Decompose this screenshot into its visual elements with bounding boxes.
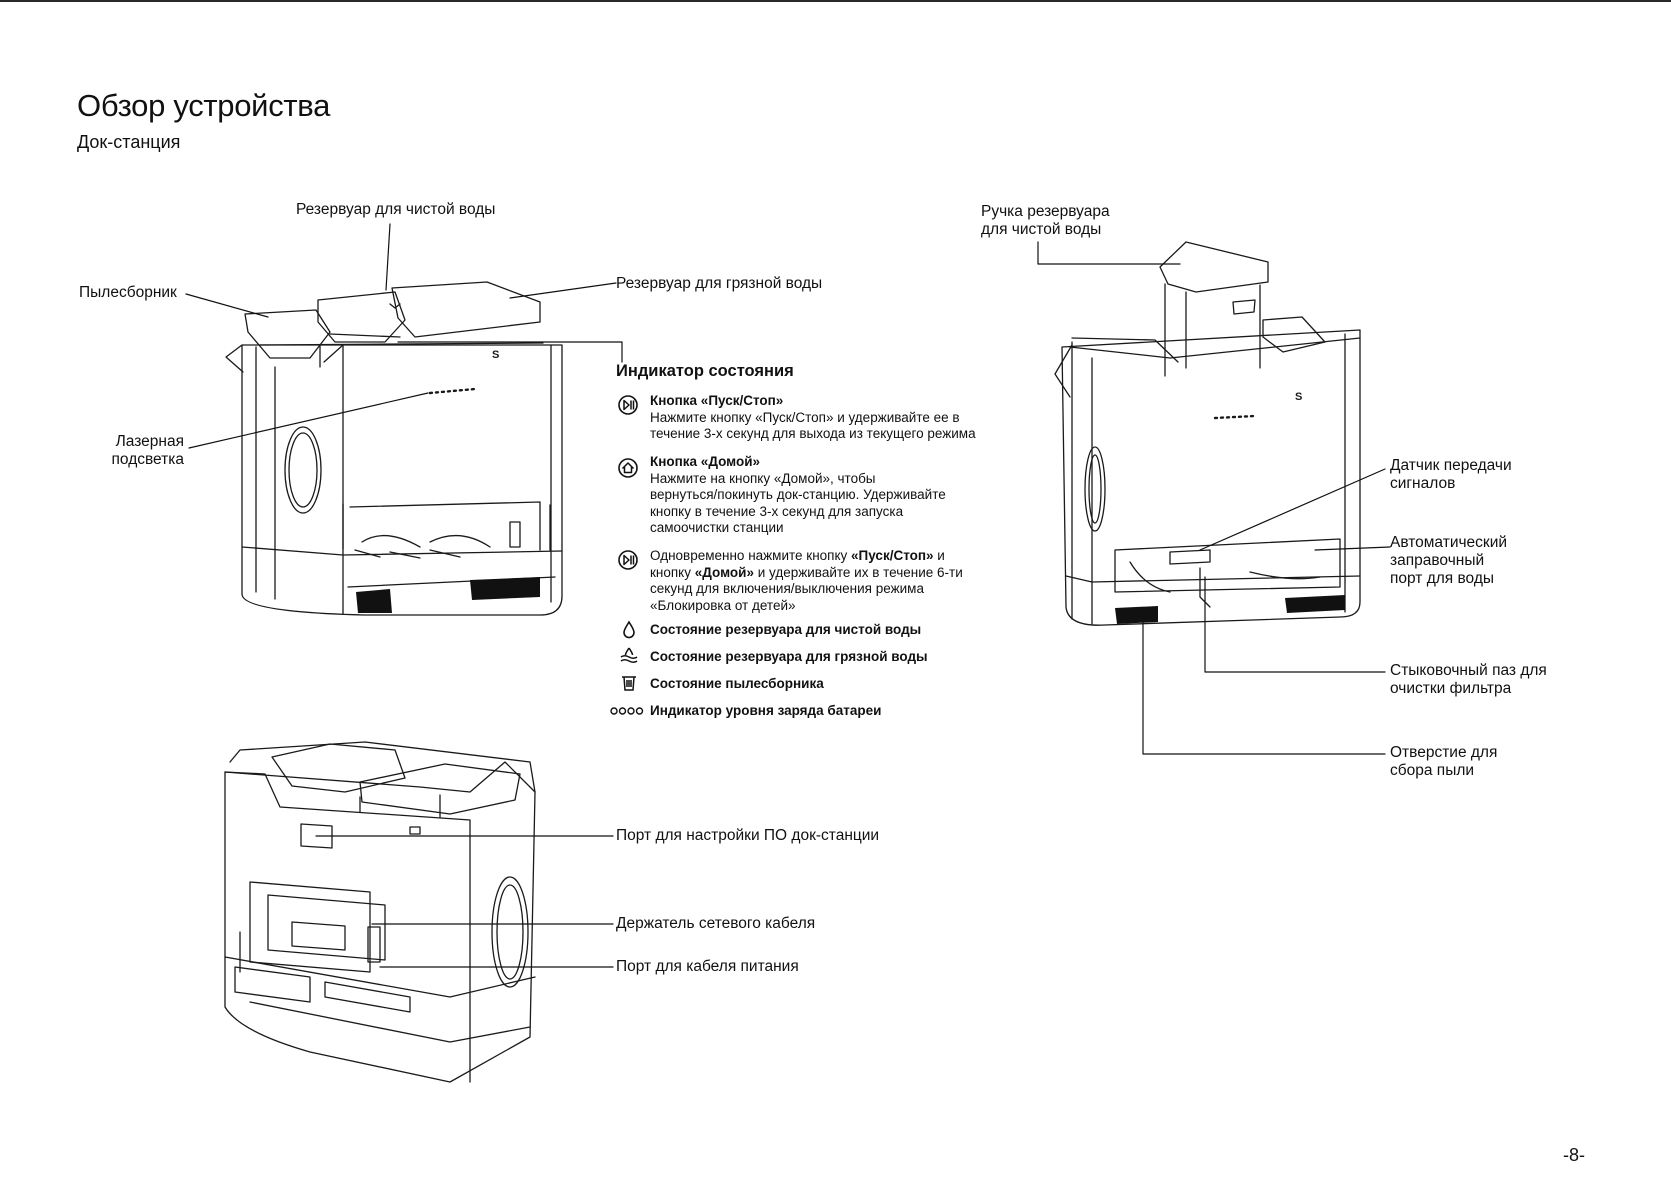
front-dock-illustration: S [225,281,563,616]
indicator-item-title: Кнопка «Домой» [650,454,761,469]
battery-dots-icon [610,707,644,715]
label-laser-light: Лазерная подсветка [111,433,184,468]
label-clean-water-tank: Резервуар для чистой воды [296,201,496,218]
trash-bin-icon [622,676,636,691]
indicator-text-line: кнопку «Домой» и удерживайте их в течени… [650,564,963,580]
svg-text:S: S [492,349,499,361]
water-drop-icon [623,620,635,639]
play-pause-icon [618,550,638,570]
label-power-port: Порт для кабеля питания [616,958,799,975]
label-signal-sensor: Датчик передачи сигналов [1390,457,1512,492]
label-dust-bin: Пылесборник [79,284,177,301]
indicator-item-battery: Индикатор уровня заряда батареи [650,703,882,718]
indicator-item-text: Нажмите кнопку «Пуск/Стоп» и удерживайте… [650,409,976,442]
indicator-item-start-stop: Кнопка «Пуск/Стоп» Нажмите кнопку «Пуск/… [650,393,976,443]
label-auto-refill-port: Автоматический заправочный порт для воды [1390,534,1508,587]
page-subtitle: Док-станция [77,132,181,152]
label-cable-holder: Держатель сетевого кабеля [616,915,816,932]
back-dock-illustration [224,741,536,1083]
page-number: -8- [1563,1145,1585,1165]
indicator-item-clean-tank: Состояние резервуара для чистой воды [650,622,922,637]
indicator-heading: Индикатор состояния [616,362,794,380]
leader-lines [185,223,1391,968]
label-firmware-port: Порт для настройки ПО док-станции [616,827,880,844]
side-dock-illustration: S [1054,241,1361,626]
label-docking-slot: Стыковочный паз для очистки фильтра [1390,662,1547,697]
page-title: Обзор устройства [77,88,331,123]
indicator-item-dirty-tank: Состояние резервуара для грязной воды [650,649,928,664]
indicator-text-line: Одновременно нажмите кнопку «Пуск/Стоп» … [650,548,945,563]
dirty-water-icon [620,647,638,663]
indicator-item-title: Кнопка «Пуск/Стоп» [650,393,784,408]
indicator-item-dust-bin: Состояние пылесборника [650,676,824,691]
svg-text:S: S [1295,391,1302,403]
label-dust-hole: Отверстие для сбора пыли [1390,744,1498,779]
indicator-item-child-lock: Одновременно нажмите кнопку «Пуск/Стоп» … [650,548,963,614]
indicator-item-home: Кнопка «Домой» Нажмите на кнопку «Домой»… [650,454,946,537]
label-dirty-water-tank: Резервуар для грязной воды [616,275,823,292]
indicator-text-line: «Блокировка от детей» [650,597,796,613]
indicator-text-line: секунд для включения/выключения режима [650,581,924,596]
label-clean-tank-handle: Ручка резервуара для чистой воды [981,203,1110,238]
indicator-item-text: Нажмите на кнопку «Домой», чтобы вернуть… [650,470,946,536]
play-pause-icon [618,395,638,415]
side-dock-dark-parts [1115,595,1345,624]
home-icon [618,458,638,478]
front-dock-dark-parts [356,577,540,613]
